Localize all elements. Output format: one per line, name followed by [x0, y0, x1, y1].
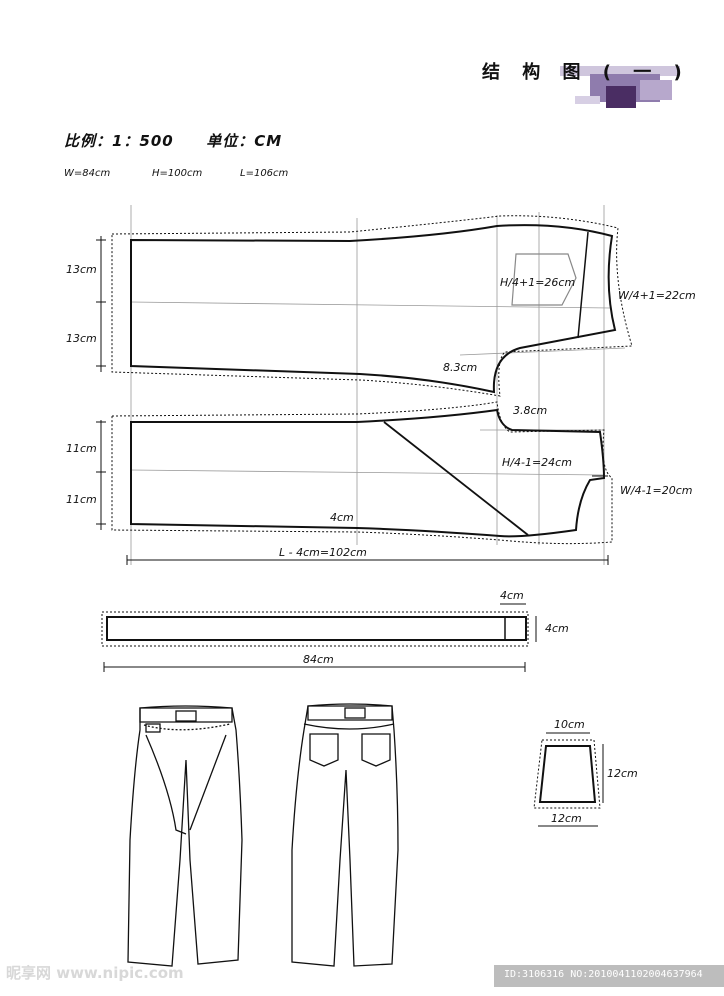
page-title: 结 构 图 ( 一 ) [482, 62, 690, 83]
back-waist-label: W/4-1=20cm [620, 484, 693, 497]
guide-lines [130, 205, 626, 565]
waistband-length-label: 84cm [303, 653, 334, 666]
length-label: L - 4cm=102cm [279, 546, 367, 559]
scale-label: 比例：1：500 [64, 132, 174, 150]
back-left-top-label: 11cm [66, 442, 97, 455]
scale-unit-line: 比例：1：500 单位：CM [64, 130, 282, 151]
measurement-hip: H=100cm [152, 168, 203, 179]
pocket-pattern [533, 732, 604, 827]
footer-bar [494, 965, 724, 987]
back-panel [111, 401, 613, 545]
front-panel [111, 215, 633, 397]
pocket-side-label: 12cm [607, 767, 638, 780]
length-dimension-line [126, 555, 609, 565]
back-hip-label: H/4-1=24cm [502, 456, 572, 469]
front-waist-label: W/4+1=22cm [618, 289, 696, 302]
waistband-height-label: 4cm [545, 622, 569, 635]
front-left-bottom-label: 13cm [66, 332, 97, 345]
waistband [101, 603, 537, 672]
back-left-bottom-label: 11cm [66, 493, 97, 506]
front-pocket-outline [511, 253, 577, 306]
footer-id: ID:3106316 NO:20100411020046​37964 [504, 969, 703, 980]
pocket-top-label: 10cm [554, 718, 585, 731]
left-dimension-ticks [96, 236, 106, 530]
title-accent-graphic [560, 66, 680, 108]
waistband-end-label: 4cm [500, 589, 524, 602]
measurement-waist: W=84cm [64, 168, 111, 179]
unit-label: 单位：CM [206, 132, 283, 150]
jeans-front-sketch [127, 705, 243, 967]
back-hem-label: 4cm [330, 511, 354, 524]
measurement-length: L=106cm [240, 168, 289, 179]
jeans-back-sketch [291, 703, 399, 967]
front-pocket-label: H/4+1=26cm [500, 276, 576, 289]
site-watermark: 昵享网 www.nipic.com [6, 964, 184, 982]
back-crotch-label: 3.8cm [513, 404, 548, 417]
front-crotch-label: 8.3cm [443, 361, 478, 374]
front-left-top-label: 13cm [66, 263, 97, 276]
pocket-bottom-label: 12cm [551, 812, 582, 825]
